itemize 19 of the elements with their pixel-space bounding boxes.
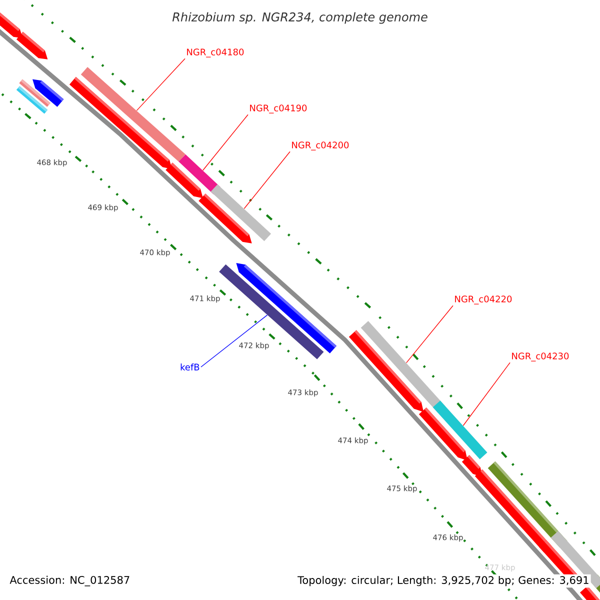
leader-line — [406, 305, 454, 364]
gene-bar — [210, 184, 272, 242]
gene-label: NGR_c04200 — [292, 142, 349, 150]
gene-label: NGR_c04230 — [512, 352, 569, 362]
leader-line — [200, 314, 268, 368]
gene-bar — [80, 67, 186, 162]
gene-label: NGR_c04190 — [250, 104, 307, 114]
leader-line — [244, 151, 290, 209]
leader-line — [202, 114, 248, 171]
leader-line — [462, 362, 510, 426]
title: Rhizobium sp. NGR234, complete genome — [172, 12, 428, 24]
gene-label: NGR_c04220 — [455, 296, 512, 304]
leader-line — [136, 58, 186, 111]
gene-bar — [432, 400, 488, 460]
accession-text: Accession: NC_012587 — [10, 576, 130, 586]
gene-label: kefB — [180, 364, 200, 370]
genome-info-text: Topology: circular; Length: 3,925,702 bp; Genes: 3,691 — [296, 574, 591, 588]
gene-bar — [219, 264, 324, 360]
gene-label: NGR_c04180 — [187, 48, 244, 58]
